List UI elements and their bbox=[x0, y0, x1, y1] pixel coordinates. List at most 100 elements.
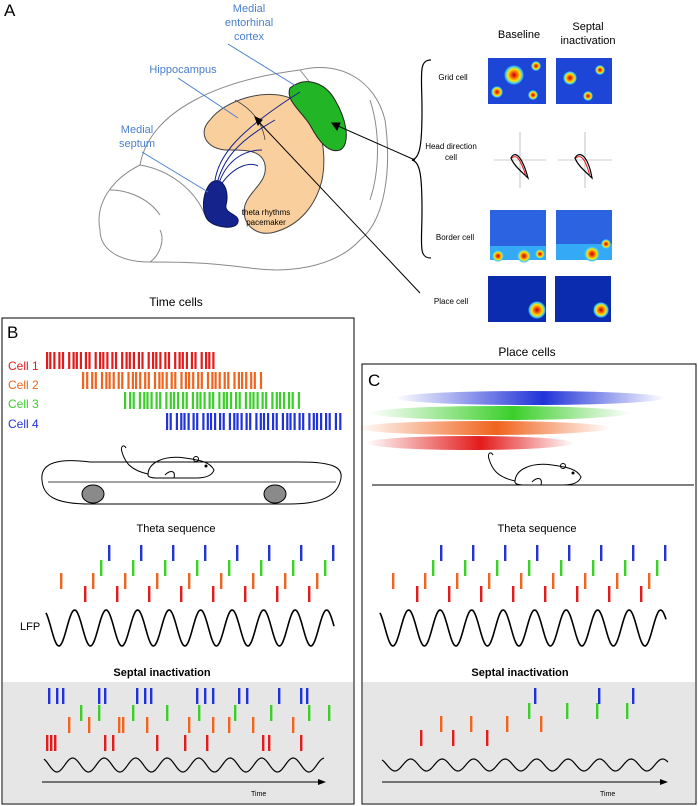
spike-cell-1 bbox=[190, 352, 193, 369]
spike-cell-3 bbox=[132, 392, 135, 409]
septal-spike-c bbox=[632, 688, 635, 704]
spike-cell-4 bbox=[166, 413, 169, 430]
septal-spike bbox=[198, 705, 201, 721]
septal-spike bbox=[48, 688, 51, 704]
theta-spike bbox=[228, 560, 231, 576]
panel-c-septal-bg bbox=[363, 682, 695, 803]
septal-projections bbox=[213, 91, 301, 191]
spike-cell-3 bbox=[252, 392, 255, 409]
arrows bbox=[254, 116, 421, 294]
theta-spike bbox=[456, 573, 459, 589]
spike-cell-4 bbox=[196, 413, 199, 430]
spike-cell-1 bbox=[185, 352, 188, 369]
panel-c-frame bbox=[361, 363, 697, 805]
spike-cell-3 bbox=[283, 392, 286, 409]
spike-cell-2 bbox=[218, 372, 221, 389]
septal-spike bbox=[68, 717, 71, 733]
theta-spike bbox=[528, 560, 531, 576]
spike-cell-2 bbox=[117, 372, 120, 389]
theta-spike bbox=[600, 545, 603, 561]
panel-b-septal-heading: Septal inactivation bbox=[113, 667, 210, 679]
theta-spike bbox=[432, 560, 435, 576]
theta-spike bbox=[520, 573, 523, 589]
septum-shape bbox=[203, 180, 239, 228]
spike-cell-3 bbox=[288, 392, 291, 409]
spike-cell-3 bbox=[191, 392, 194, 409]
septal-spike-c bbox=[626, 703, 629, 719]
septal-spike bbox=[278, 688, 281, 704]
septal-spike bbox=[212, 717, 215, 733]
spike-cell-1 bbox=[46, 352, 49, 369]
spike-cell-4 bbox=[289, 413, 292, 430]
spike-cell-1 bbox=[94, 352, 97, 369]
spike-cell-1 bbox=[58, 352, 61, 369]
theta-spike bbox=[244, 586, 247, 602]
theta-spike bbox=[316, 573, 319, 589]
spike-cell-4 bbox=[325, 413, 328, 430]
spike-cell-4 bbox=[209, 413, 213, 430]
place-field-blue bbox=[395, 391, 665, 405]
spike-cell-3 bbox=[196, 392, 199, 409]
spike-cell-2 bbox=[108, 372, 111, 389]
panel-b-letter: B bbox=[7, 323, 18, 342]
spike-cell-2 bbox=[165, 372, 168, 389]
theta-spike bbox=[544, 586, 547, 602]
septal-spike bbox=[80, 705, 83, 721]
theta-spike bbox=[124, 573, 127, 589]
spike-cell-2 bbox=[170, 372, 173, 389]
septal-spike-c bbox=[420, 730, 423, 746]
theta-spike bbox=[164, 560, 167, 576]
spike-cell-1 bbox=[61, 352, 65, 369]
theta-spike bbox=[480, 586, 483, 602]
theta-spike bbox=[488, 573, 491, 589]
spike-cell-2 bbox=[86, 372, 89, 389]
panel-a-letter: A bbox=[4, 1, 16, 20]
spike-cell-1 bbox=[152, 352, 155, 369]
septal-spike-c bbox=[528, 703, 531, 719]
spike-cell-2 bbox=[200, 372, 203, 389]
spike-cell-4 bbox=[245, 413, 248, 430]
spike-cell-3 bbox=[159, 392, 162, 409]
panel-c-theta-heading: Theta sequence bbox=[498, 523, 577, 535]
theta-spike bbox=[276, 586, 279, 602]
theta-spike bbox=[196, 560, 199, 576]
spike-cell-1 bbox=[75, 352, 78, 369]
spike-cell-4 bbox=[206, 413, 209, 430]
theta-spike bbox=[284, 573, 287, 589]
spike-cell-4 bbox=[298, 413, 301, 430]
spike-cell-3 bbox=[225, 392, 229, 409]
row-hd-1: Head direction bbox=[425, 142, 477, 151]
spike-cell-3 bbox=[244, 392, 247, 409]
spike-cell-3 bbox=[146, 392, 149, 409]
theta-spike bbox=[632, 545, 635, 561]
theta-spike bbox=[560, 560, 563, 576]
spike-cell-3 bbox=[256, 392, 259, 409]
panel-b-heading: Time cells bbox=[149, 295, 203, 309]
spike-cell-4 bbox=[308, 413, 311, 430]
septal-spike bbox=[268, 735, 271, 751]
spike-cell-4 bbox=[286, 413, 289, 430]
rat-icon-b bbox=[121, 445, 215, 479]
theta-spike bbox=[300, 545, 303, 561]
spike-cell-1 bbox=[167, 352, 171, 369]
pacemaker-label-1: theta rhythms bbox=[242, 208, 290, 217]
septal-spike bbox=[46, 735, 49, 751]
spike-cell-1 bbox=[128, 352, 131, 369]
theta-spike bbox=[132, 560, 135, 576]
panel-b-septal-bg bbox=[3, 682, 353, 803]
spike-cell-4 bbox=[267, 413, 270, 430]
mec-label-3: cortex bbox=[234, 31, 264, 43]
spike-cell-4 bbox=[320, 413, 323, 430]
septal-spike bbox=[188, 717, 191, 733]
theta-spike bbox=[664, 545, 667, 561]
septal-spike bbox=[204, 688, 207, 704]
spike-cell-3 bbox=[297, 392, 300, 409]
septal-spike bbox=[292, 717, 295, 733]
spike-cell-4 bbox=[302, 413, 305, 430]
spike-cell-4 bbox=[192, 413, 195, 430]
theta-spike bbox=[440, 545, 443, 561]
panel-b-frame bbox=[1, 317, 355, 805]
septal-spike bbox=[146, 717, 149, 733]
theta-spike bbox=[464, 560, 467, 576]
